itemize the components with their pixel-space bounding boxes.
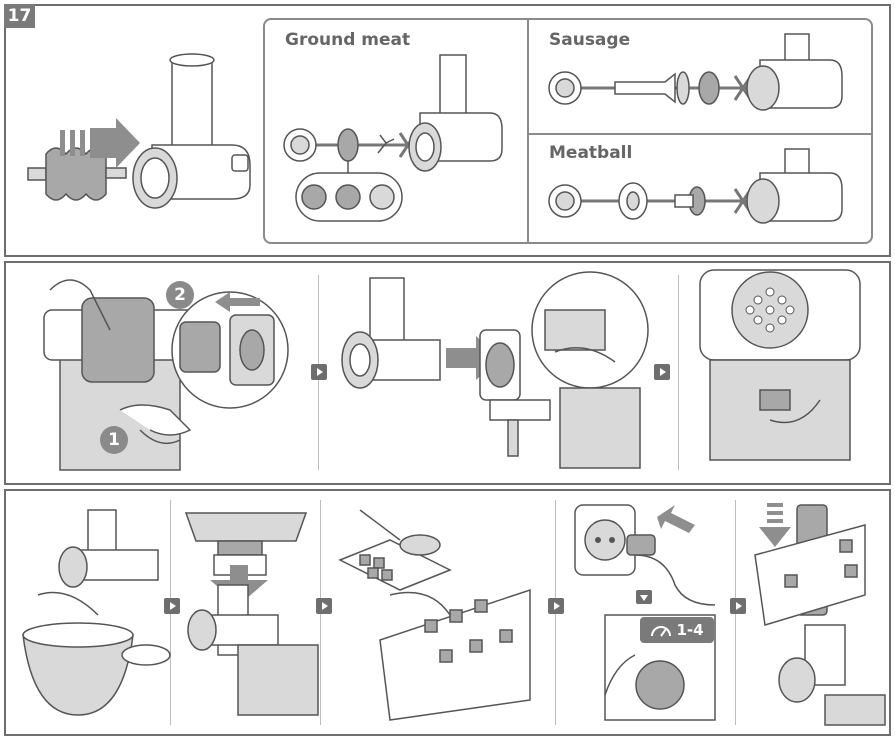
place-bowl-illustration: [22, 509, 171, 716]
next-step-arrow-icon: [654, 364, 670, 380]
grinder-body-icon: [132, 53, 251, 209]
attach-grinder-illustration: [341, 271, 649, 469]
next-step-down-arrow-icon: [636, 590, 652, 604]
next-step-arrow-icon: [548, 598, 564, 614]
option-title-ground-meat: Ground meat: [285, 30, 411, 50]
next-step-arrow-icon: [311, 364, 327, 380]
speed-setting-label: 1-4: [676, 621, 704, 639]
insert-arrow-icon: [60, 118, 140, 168]
plug-and-speed-illustration: [574, 504, 716, 721]
sausage-illustration: [548, 33, 843, 111]
meatball-illustration: [548, 148, 843, 224]
step-number-badge: 17: [4, 4, 35, 28]
grinder-assembly-illustration: [27, 53, 251, 209]
lock-grinder-illustration: [699, 269, 861, 461]
speed-setting-badge: 1-4: [640, 617, 714, 643]
next-step-arrow-icon: [316, 598, 332, 614]
ground-meat-illustration: [283, 54, 503, 222]
next-step-arrow-icon: [164, 598, 180, 614]
pusher-illustration: [754, 503, 886, 726]
load-meat-illustration: [338, 509, 531, 721]
speed-dial-icon: [651, 626, 672, 637]
push-down-arrow-icon: [759, 503, 791, 547]
remove-cover-illustration: [43, 279, 289, 471]
attach-tray-illustration: [184, 512, 319, 716]
next-step-arrow-icon: [730, 598, 746, 614]
option-title-meatball: Meatball: [549, 143, 633, 163]
step-badge-one: 1: [100, 426, 128, 454]
option-title-sausage: Sausage: [549, 30, 631, 50]
step-badge-two: 2: [166, 281, 194, 309]
